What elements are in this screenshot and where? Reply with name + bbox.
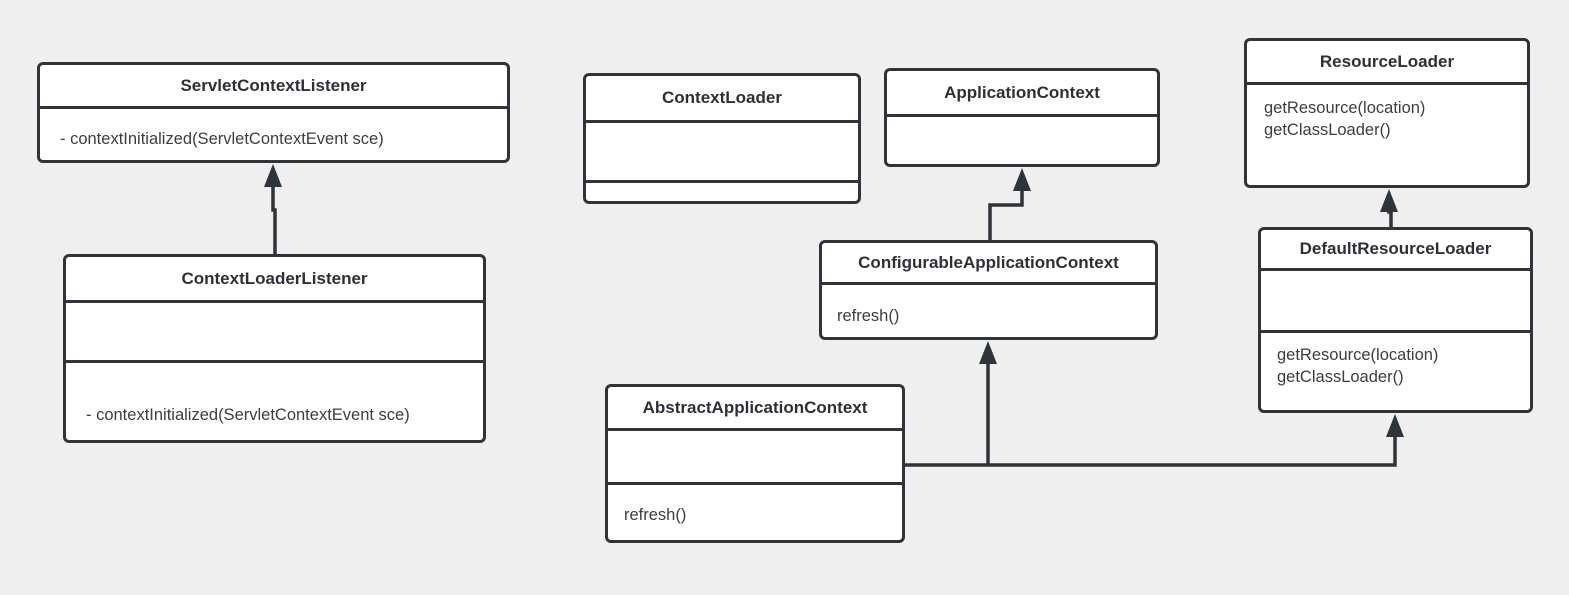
class-box-resource-loader[interactable]: ResourceLoader getResource(location) get…	[1244, 38, 1530, 188]
class-methods-compartment	[586, 183, 858, 201]
class-title: AbstractApplicationContext	[608, 387, 902, 431]
class-methods-compartment: getResource(location) getClassLoader()	[1247, 85, 1527, 185]
class-box-abstract-application-context[interactable]: AbstractApplicationContext refresh()	[605, 384, 905, 543]
method-item: getResource(location)	[1277, 346, 1439, 364]
edge-abstractapplicationcontext-to-configurableapplicationcontext[interactable]	[979, 341, 997, 465]
class-attributes-compartment	[1261, 271, 1530, 333]
edge-contextloaderlistener-to-servletcontextlistener[interactable]	[264, 164, 282, 254]
class-attributes-compartment	[586, 123, 858, 183]
method-item: - contextInitialized(ServletContextEvent…	[60, 130, 384, 148]
class-box-servlet-context-listener[interactable]: ServletContextListener - contextInitiali…	[37, 62, 510, 163]
method-item: - contextInitialized(ServletContextEvent…	[86, 406, 410, 424]
class-methods-compartment: refresh()	[822, 285, 1155, 337]
method-item: refresh()	[624, 506, 687, 524]
edge-defaultresourceloader-to-resourceloader[interactable]	[1380, 189, 1398, 227]
class-box-default-resource-loader[interactable]: DefaultResourceLoader getResource(locati…	[1258, 227, 1533, 413]
class-box-configurable-application-context[interactable]: ConfigurableApplicationContext refresh()	[819, 240, 1158, 340]
edge-configurableapplicationcontext-to-applicationcontext[interactable]	[988, 168, 1031, 240]
class-title: ServletContextListener	[40, 65, 507, 109]
class-title: ApplicationContext	[887, 71, 1157, 117]
method-item: refresh()	[837, 307, 900, 325]
class-title: ContextLoader	[586, 76, 858, 123]
class-box-context-loader[interactable]: ContextLoader	[583, 73, 861, 204]
method-item: getClassLoader()	[1264, 121, 1391, 139]
class-methods-compartment: - contextInitialized(ServletContextEvent…	[66, 363, 483, 440]
class-methods-compartment: getResource(location) getClassLoader()	[1261, 333, 1530, 410]
class-methods-compartment: refresh()	[608, 485, 902, 540]
method-item: getResource(location)	[1264, 99, 1426, 117]
class-title: DefaultResourceLoader	[1261, 230, 1530, 271]
edge-abstractapplicationcontext-to-defaultresourceloader[interactable]	[905, 414, 1404, 467]
class-attributes-compartment	[608, 431, 902, 485]
class-methods-compartment: - contextInitialized(ServletContextEvent…	[40, 109, 507, 160]
class-title: ConfigurableApplicationContext	[822, 243, 1155, 285]
method-item: getClassLoader()	[1277, 368, 1404, 386]
class-box-application-context[interactable]: ApplicationContext	[884, 68, 1160, 167]
class-attributes-compartment	[887, 117, 1157, 164]
class-attributes-compartment	[66, 303, 483, 363]
class-title: ContextLoaderListener	[66, 257, 483, 303]
class-box-context-loader-listener[interactable]: ContextLoaderListener - contextInitializ…	[63, 254, 486, 443]
class-title: ResourceLoader	[1247, 41, 1527, 85]
